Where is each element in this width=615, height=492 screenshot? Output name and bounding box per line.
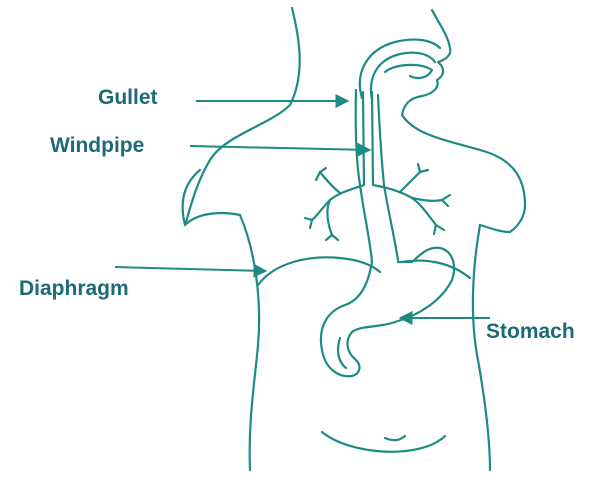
diaphragm-curve	[258, 257, 380, 285]
stomach-outline	[321, 248, 454, 377]
left-bronchus-branch-1	[320, 172, 340, 193]
right-bronchus-branch-5	[442, 195, 450, 206]
left-bronchus-branch-4	[305, 218, 312, 228]
windpipe-label: Windpipe	[50, 134, 144, 157]
windpipe-left	[363, 92, 364, 185]
bronchi	[305, 164, 450, 240]
left-bronchus-branch-5	[326, 235, 338, 240]
right-bronchus-branch-3	[418, 164, 428, 172]
right-shoulder-outline	[402, 115, 525, 232]
diaphragm-right-curve	[402, 261, 470, 278]
diaphragm-arrow	[115, 267, 266, 271]
left-arm-outline	[185, 213, 240, 225]
windpipe-right	[372, 92, 373, 185]
neck-left-outline	[185, 8, 300, 225]
right-torso-outline	[473, 225, 490, 470]
right-bronchus	[373, 185, 436, 225]
gullet-tube-right	[378, 95, 398, 260]
gullet-label: Gullet	[98, 86, 158, 109]
right-bronchus-branch-4	[434, 225, 444, 234]
stomach-inner-fold	[338, 338, 346, 368]
diaphragm-label: Diaphragm	[19, 277, 129, 300]
body-outline	[183, 8, 525, 470]
mouth-cavity	[385, 65, 432, 78]
stomach-label: Stomach	[486, 320, 575, 343]
neck-right-outline	[402, 10, 450, 115]
belly-outline	[322, 432, 445, 452]
belly-small-curve	[385, 436, 405, 440]
tubes	[356, 90, 398, 262]
left-bronchus-branch-2	[327, 200, 332, 235]
left-torso-outline	[240, 215, 259, 470]
right-arm-outline	[480, 225, 510, 232]
right-bronchus-branch-1	[400, 172, 420, 192]
windpipe-arrow	[190, 146, 370, 150]
